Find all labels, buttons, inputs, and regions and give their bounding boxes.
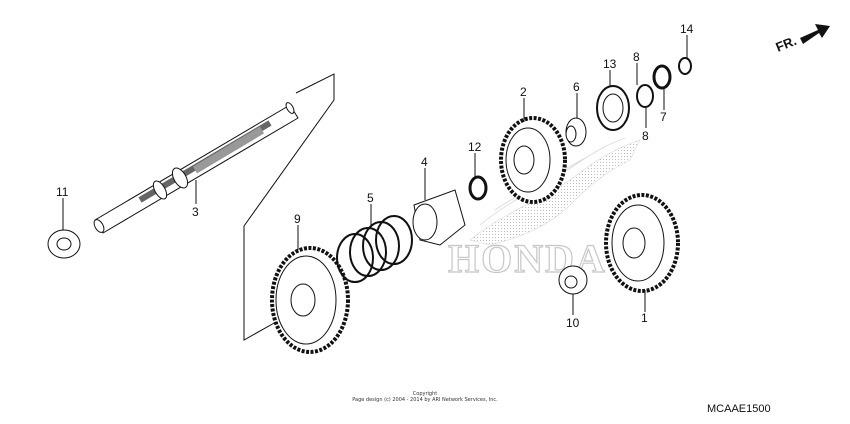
front-direction-marker: FR. — [774, 24, 830, 55]
main-shaft — [93, 102, 299, 234]
callout-5: 5 — [367, 191, 374, 205]
callout-12: 12 — [468, 140, 482, 154]
washer-7 — [652, 64, 672, 90]
callout-1: 1 — [641, 311, 648, 325]
diagram-code: MCAAE1500 — [707, 403, 771, 415]
nut-10 — [558, 265, 588, 295]
bushing-8 — [636, 84, 654, 108]
collar-6 — [565, 117, 587, 147]
copyright-notice: Page design (c) 2004 - 2014 by ARI Netwo… — [352, 397, 498, 403]
callout-10: 10 — [566, 316, 580, 330]
callout-2: 2 — [520, 85, 527, 99]
bearing-13 — [596, 85, 630, 131]
leader-lines — [62, 35, 688, 315]
fr-label: FR. — [774, 33, 799, 55]
gear-9 — [270, 246, 350, 354]
spring — [336, 215, 413, 283]
washer-12 — [468, 175, 488, 201]
gear-2 — [499, 116, 567, 204]
snap-ring-14 — [678, 57, 692, 75]
callout-3: 3 — [192, 205, 199, 219]
callout-4: 4 — [421, 155, 428, 169]
callout-labels: 1 2 3 4 5 6 7 8 8 9 10 11 12 13 14 — [56, 22, 694, 330]
callout-7: 7 — [660, 110, 667, 124]
cam-4 — [412, 189, 466, 246]
callout-13: 13 — [603, 57, 617, 71]
callout-11: 11 — [56, 185, 69, 199]
callout-6: 6 — [573, 80, 580, 94]
shaft-bracket-line — [243, 73, 335, 341]
callout-8-top: 8 — [633, 50, 640, 64]
callout-9: 9 — [294, 212, 301, 226]
lock-nut — [47, 229, 81, 259]
copyright-title: Copyright — [412, 391, 438, 397]
arrow-icon — [800, 24, 830, 44]
callout-8-bottom: 8 — [642, 129, 649, 143]
gear-1 — [604, 193, 680, 293]
callout-14: 14 — [680, 22, 694, 36]
